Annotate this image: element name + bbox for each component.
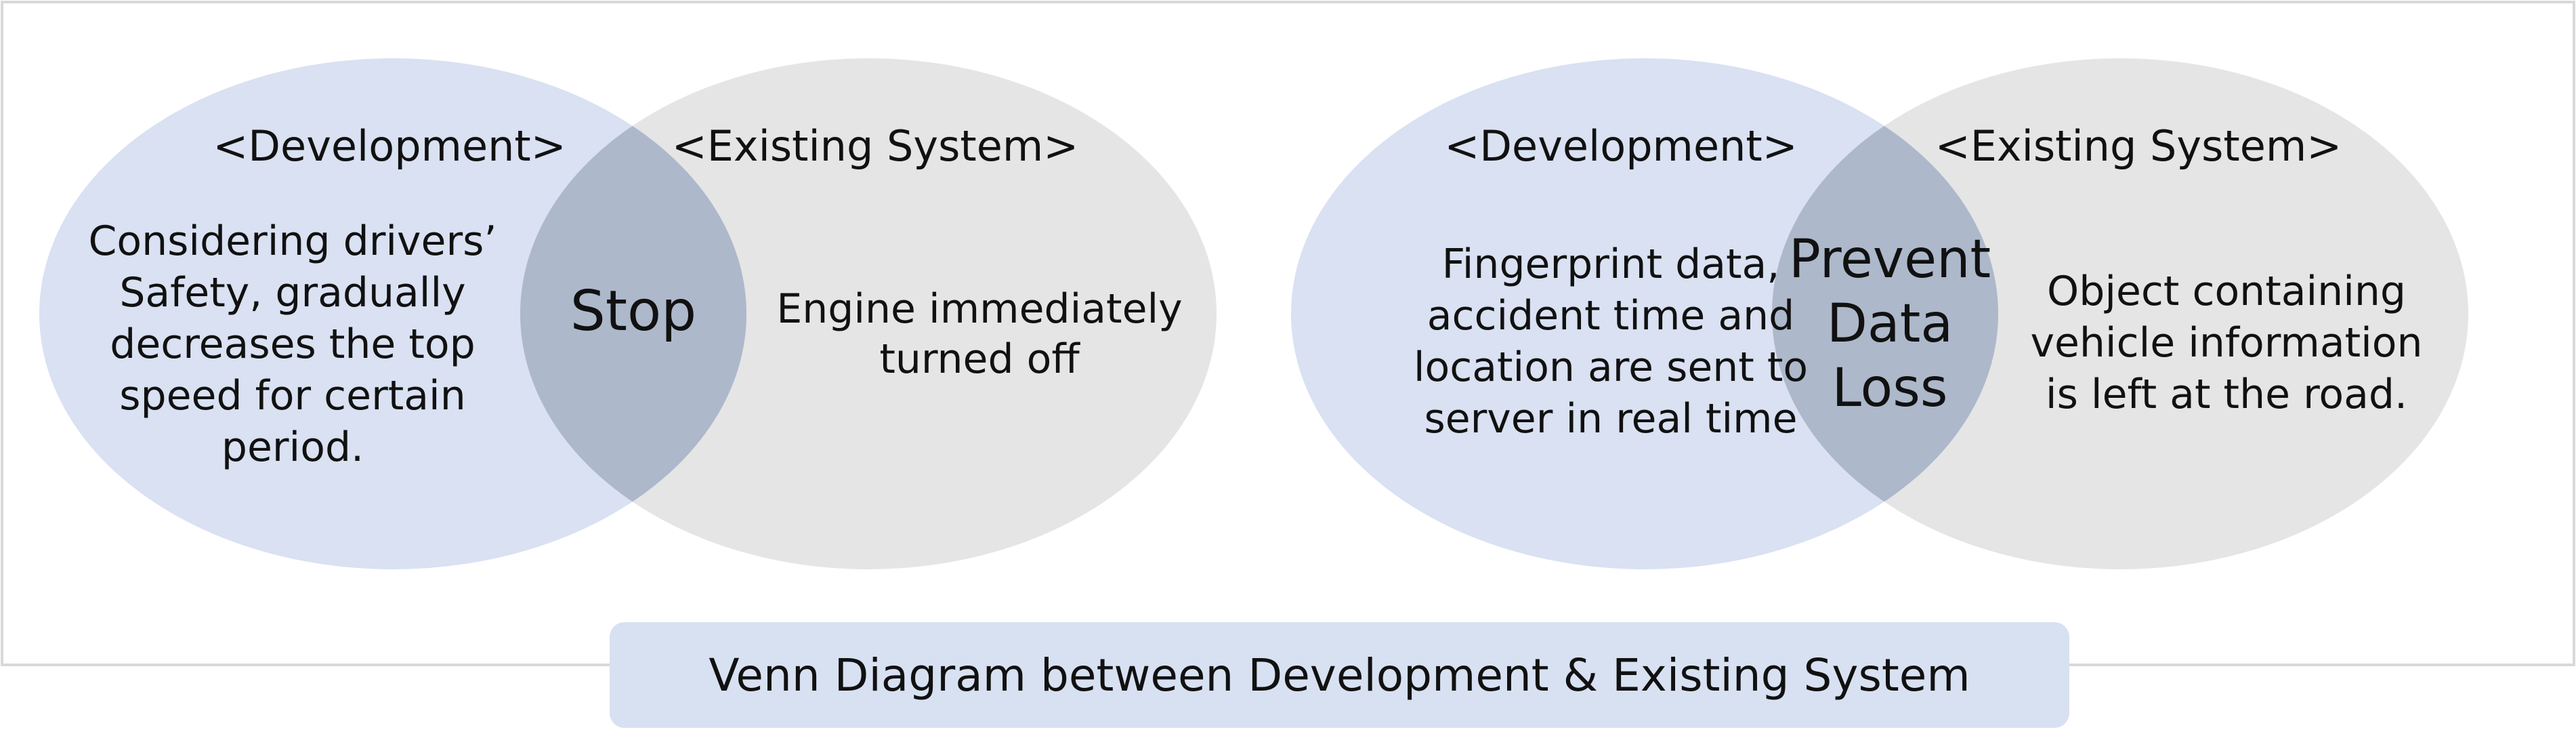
- overlap-label-2: Prevent Data Loss: [1789, 229, 1991, 419]
- development-text-line: Considering drivers’: [89, 218, 497, 265]
- existing-system-text-line: turned off: [879, 335, 1080, 383]
- development-text-line: location are sent to: [1414, 344, 1808, 391]
- overlap-label-1: Stop: [570, 279, 696, 344]
- overlap-label-line: Loss: [1832, 358, 1947, 419]
- venn-group-2: <Development> <Existing System> Fingerpr…: [1291, 58, 2468, 569]
- existing-system-heading-1: <Existing System>: [672, 121, 1078, 171]
- existing-system-text-line: Engine immediately: [776, 285, 1182, 333]
- caption-banner: Venn Diagram between Development & Exist…: [610, 622, 2069, 728]
- development-text-1: Considering drivers’ Safety, gradually d…: [89, 218, 497, 471]
- overlap-region-1: [520, 58, 746, 569]
- existing-system-text-line: is left at the road.: [2046, 371, 2407, 418]
- development-text-line: server in real time: [1424, 395, 1797, 443]
- existing-system-heading-2: <Existing System>: [1935, 121, 2342, 171]
- existing-system-text-line: Object containing: [2047, 268, 2406, 315]
- development-heading-2: <Development>: [1444, 121, 1797, 171]
- development-heading-1: <Development>: [213, 121, 566, 171]
- caption-text: Venn Diagram between Development & Exist…: [709, 649, 1970, 701]
- overlap-region-2: [1772, 58, 1998, 569]
- venn-group-1: <Development> <Existing System> Consider…: [39, 58, 1217, 569]
- development-text-line: accident time and: [1427, 292, 1795, 340]
- development-text-line: speed for certain: [119, 372, 465, 420]
- existing-system-text-line: vehicle information: [2030, 319, 2422, 367]
- existing-system-text-2: Object containing vehicle information is…: [2030, 268, 2422, 418]
- development-text-line: decreases the top: [110, 321, 475, 368]
- development-text-line: Safety, gradually: [119, 269, 465, 317]
- overlap-label-line: Prevent: [1789, 229, 1991, 290]
- development-text-line: Fingerprint data,: [1442, 241, 1780, 288]
- existing-system-text-1: Engine immediately turned off: [776, 285, 1182, 383]
- development-text-line: period.: [221, 424, 364, 471]
- overlap-label-line: Data: [1827, 293, 1953, 354]
- development-text-2: Fingerprint data, accident time and loca…: [1414, 241, 1808, 443]
